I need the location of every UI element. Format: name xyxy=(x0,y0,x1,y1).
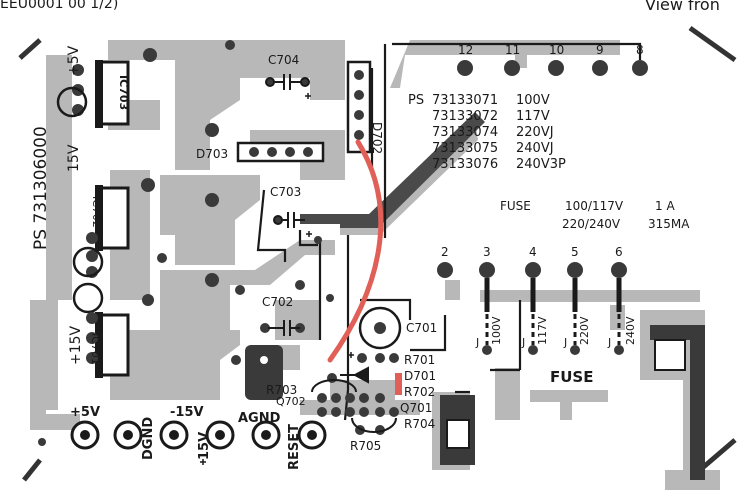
label-r703: R703 xyxy=(266,383,297,397)
fuse-table: FUSE 100/117V 1 A 220/240V 315MA xyxy=(500,199,690,231)
label-c703: C703 xyxy=(270,185,301,199)
pin-number-12: 12 xyxy=(458,43,473,57)
label-d701: D701 xyxy=(404,369,436,383)
ic703-label: IC703 xyxy=(117,75,130,110)
rail-label-15v-bottom: +15V xyxy=(68,325,84,365)
pin-number-3: 3 xyxy=(483,245,491,259)
svg-text:J: J xyxy=(475,336,479,349)
label-r705: R705 xyxy=(350,439,381,453)
pin-number-5: 5 xyxy=(571,245,579,259)
svg-text:240VJ: 240VJ xyxy=(516,141,554,156)
connector-label-agnd: AGND xyxy=(238,411,281,426)
ic702-regulator xyxy=(72,185,130,314)
header-fragment-right: View fron xyxy=(645,0,720,14)
svg-text:220VJ: 220VJ xyxy=(516,125,554,140)
svg-text:73133071: 73133071 xyxy=(432,93,498,108)
label-d703: D703 xyxy=(196,147,228,161)
signal-wires xyxy=(256,42,642,421)
connector-label-m15v: -15V xyxy=(170,405,204,420)
c702-capacitor xyxy=(268,320,300,336)
svg-text:J: J xyxy=(563,336,567,349)
red-wire-jumper xyxy=(327,139,384,363)
pin-number-4: 4 xyxy=(529,245,537,259)
label-d702: D702 xyxy=(370,122,384,154)
pin-number-2: 2 xyxy=(441,245,449,259)
fuse-holder-label: FUSE xyxy=(550,368,593,386)
c704-capacitor xyxy=(265,74,310,90)
rail-label-5v: +5V xyxy=(66,45,82,76)
fuse-clip-right xyxy=(650,325,705,480)
corner-marks xyxy=(18,25,737,482)
label-c701: C701 xyxy=(406,321,437,335)
connector-label-reset: RESET xyxy=(287,424,302,470)
svg-text:73133076: 73133076 xyxy=(432,157,498,172)
header-fragment-left: EEU0001 00 1/2) xyxy=(0,0,118,12)
r702-red-mark xyxy=(395,373,402,395)
pin-number-8: 8 xyxy=(636,43,644,57)
version-table: PS 73133071 100V 73133072 117V 73133074 … xyxy=(408,93,566,172)
rail-label-15v-top: 15V xyxy=(66,144,82,172)
ic703-regulator xyxy=(56,60,130,128)
connector-label-5v: +5V xyxy=(70,405,100,420)
connector-label-dgnd: DGND xyxy=(141,417,156,460)
svg-text:220/240V: 220/240V xyxy=(562,217,621,231)
jumper-labels: J J J J 100V 117V 220V 240V xyxy=(475,316,637,349)
svg-text:100V: 100V xyxy=(516,93,550,108)
svg-text:117V: 117V xyxy=(516,109,550,124)
label-r701: R701 xyxy=(404,353,435,367)
svg-text:73133075: 73133075 xyxy=(432,141,498,156)
svg-text:100/117V: 100/117V xyxy=(565,199,624,213)
jumper-voltage-100v: 100V xyxy=(490,316,503,345)
top-pin-pads xyxy=(457,60,648,76)
svg-text:FUSE: FUSE xyxy=(500,199,531,213)
c703-capacitor xyxy=(273,212,305,228)
c701-capacitor xyxy=(358,306,402,350)
ic701-regulator xyxy=(86,312,130,378)
svg-text:J: J xyxy=(521,336,525,349)
power-bus-bar xyxy=(300,112,485,228)
mid-pin-pads xyxy=(437,262,627,355)
label-c704: C704 xyxy=(268,53,299,67)
d703-bridge xyxy=(236,141,325,163)
svg-text:73133074: 73133074 xyxy=(432,125,498,140)
label-q702: Q702 xyxy=(276,395,306,408)
svg-text:315MA: 315MA xyxy=(648,217,690,231)
board-part-number: PS 731306000 xyxy=(31,126,51,250)
solder-pads xyxy=(38,40,334,446)
polarity-markers xyxy=(200,93,354,465)
label-c702: C702 xyxy=(262,295,293,309)
fuse-clip-left xyxy=(440,395,475,465)
connector-label-15v: 15V xyxy=(197,432,212,460)
svg-text:1 A: 1 A xyxy=(655,199,675,213)
label-q701: Q701 xyxy=(400,401,432,415)
ic701-label: IC701 xyxy=(89,333,102,365)
ic702-label: IC702 xyxy=(90,196,103,228)
label-r704: R704 xyxy=(404,417,435,431)
svg-text:240V3P: 240V3P xyxy=(516,157,566,172)
jumper-voltage-240v: 240V xyxy=(624,316,637,345)
svg-text:73133072: 73133072 xyxy=(432,109,498,124)
pin-number-6: 6 xyxy=(615,245,623,259)
q702-outline xyxy=(311,379,397,433)
pin-number-11: 11 xyxy=(505,43,520,57)
svg-text:PS: PS xyxy=(408,93,424,108)
label-r702: R702 xyxy=(404,385,435,399)
d702-bridge xyxy=(346,60,372,154)
connector-pads xyxy=(70,420,327,450)
jumper-voltage-117v: 117V xyxy=(536,316,549,345)
pin-number-9: 9 xyxy=(596,43,604,57)
svg-text:J: J xyxy=(607,336,611,349)
jumper-voltage-220v: 220V xyxy=(578,316,591,345)
d701-diode xyxy=(340,366,369,384)
electrolytic-capacitor xyxy=(245,345,283,400)
pin-number-10: 10 xyxy=(549,43,564,57)
